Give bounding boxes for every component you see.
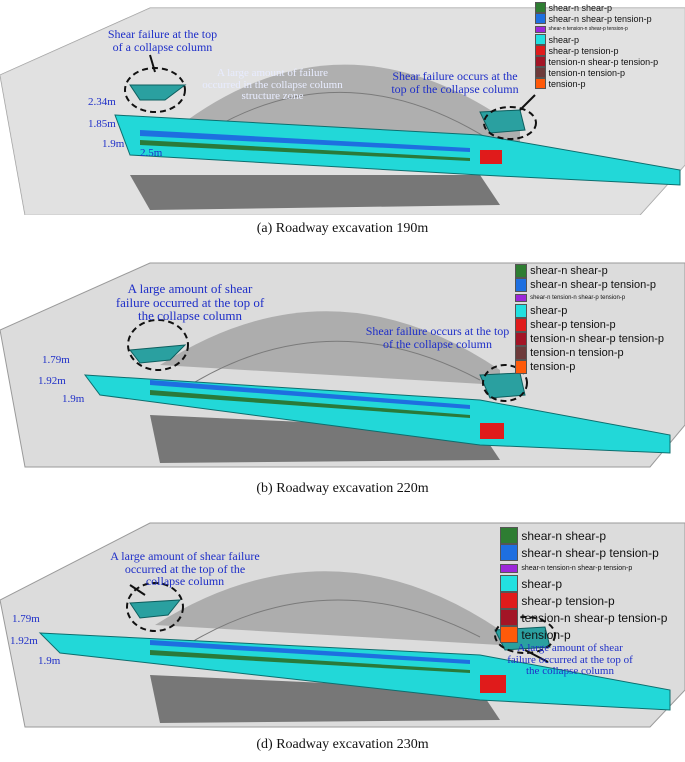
dimension-2: 1.85m xyxy=(88,118,116,130)
dimension-3: 1.9m xyxy=(38,655,61,667)
legend-item: shear-n shear-p xyxy=(500,527,667,544)
annotation-a2: A large amount of failure occurred in th… xyxy=(202,67,343,103)
dimension-3: 1.9m xyxy=(102,138,125,150)
dimension-2: 1.92m xyxy=(10,635,38,647)
legend-item: shear-n shear-p tension-p xyxy=(515,278,664,292)
legend-item: shear-n tension-n shear-p tension-p xyxy=(515,292,664,304)
annotation-d2: A large amount of shear failure occurred… xyxy=(507,642,633,678)
annotation-d1: A large amount of shear failure occurred… xyxy=(110,549,260,589)
legend-a: shear-n shear-p shear-n shear-p tension-… xyxy=(535,2,658,89)
model-d-image xyxy=(0,522,685,728)
legend-item: tension-n shear-p tension-p xyxy=(500,609,667,626)
dimension-1: 2.34m xyxy=(88,96,116,108)
caption-d: (d) Roadway excavation 230m xyxy=(256,737,429,752)
legend-b: shear-n shear-p shear-n shear-p tension-… xyxy=(515,264,664,374)
legend-item: shear-n shear-p xyxy=(515,264,664,278)
annotation-b1: A large amount of shear failure occurred… xyxy=(115,281,265,324)
model-a-image xyxy=(0,7,685,215)
panel-b: A large amount of shear failure occurred… xyxy=(0,255,685,505)
caption-a: (a) Roadway excavation 190m xyxy=(256,221,429,236)
dimension-4: 2.5m xyxy=(140,147,163,159)
dimension-1: 1.79m xyxy=(12,613,40,625)
legend-item: tension-n tension-p xyxy=(535,67,658,78)
panel-d: A large amount of shear failure occurred… xyxy=(0,515,685,762)
legend-item: tension-p xyxy=(500,626,667,643)
legend-item: shear-n shear-p tension-p xyxy=(500,544,667,561)
annotation-a3: Shear failure occurs at the top of the c… xyxy=(391,69,519,96)
legend-item: shear-p xyxy=(535,34,658,45)
legend-item: shear-p tension-p xyxy=(500,592,667,609)
dimension-1: 1.79m xyxy=(42,354,70,366)
model-b-image xyxy=(0,262,685,468)
legend-item: tension-p xyxy=(515,360,664,374)
legend-item: shear-p tension-p xyxy=(515,318,664,332)
legend-item: shear-n tension-n shear-p tension-p xyxy=(500,561,667,575)
legend-item: tension-p xyxy=(535,78,658,89)
legend-item: shear-p xyxy=(500,575,667,592)
legend-item: tension-n shear-p tension-p xyxy=(535,56,658,67)
legend-item: shear-n tension-n shear-p tension-p xyxy=(535,24,658,34)
legend-item: tension-n shear-p tension-p xyxy=(515,332,664,346)
dimension-2: 1.92m xyxy=(38,375,66,387)
dimension-3: 1.9m xyxy=(62,393,85,405)
legend-item: shear-p tension-p xyxy=(535,45,658,56)
legend-d: shear-n shear-p shear-n shear-p tension-… xyxy=(500,527,667,643)
panel-a: Shear failure at the top of a collapse c… xyxy=(0,0,685,245)
annotation-b2: Shear failure occurs at the top of the c… xyxy=(365,324,510,351)
legend-item: shear-n shear-p tension-p xyxy=(535,13,658,24)
legend-item: shear-p xyxy=(515,304,664,318)
legend-item: tension-n tension-p xyxy=(515,346,664,360)
caption-b: (b) Roadway excavation 220m xyxy=(256,481,429,496)
legend-item: shear-n shear-p xyxy=(535,2,658,13)
annotation-a1: Shear failure at the top of a collapse c… xyxy=(107,27,218,54)
